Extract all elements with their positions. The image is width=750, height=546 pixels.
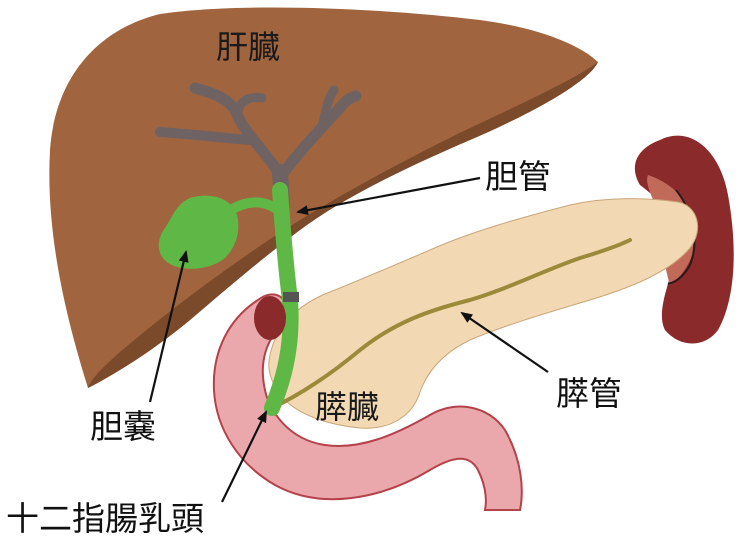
cystic-duct bbox=[223, 197, 280, 217]
liver bbox=[49, 7, 598, 388]
gallbladder-shape bbox=[158, 195, 239, 269]
hepatic-ducts bbox=[155, 82, 362, 213]
bile-duct-label: 胆管 bbox=[485, 157, 551, 196]
liver-shape bbox=[49, 7, 598, 388]
left-hepatic-duct bbox=[276, 90, 362, 181]
duodenum-bulb bbox=[254, 296, 286, 340]
right-hepatic-branch-2 bbox=[155, 127, 255, 145]
pancreas-label: 膵臓 bbox=[315, 388, 379, 426]
liver-underside-shadow bbox=[88, 62, 598, 388]
right-hepatic-branch bbox=[233, 93, 267, 117]
duodenum-shape bbox=[212, 293, 523, 511]
arrow-bile-duct bbox=[296, 176, 481, 216]
pancreatic-duct-label: 膵管 bbox=[556, 374, 622, 413]
gallbladder-label: 胆嚢 bbox=[90, 407, 156, 446]
left-hepatic-branch bbox=[317, 85, 339, 131]
arrow-gallbladder bbox=[148, 250, 189, 403]
arrow-duodenal-papilla bbox=[221, 410, 267, 503]
pancreas bbox=[266, 198, 699, 429]
duodenum bbox=[212, 293, 523, 511]
pancreatic-duct-line bbox=[266, 238, 632, 412]
duodenal-papilla-label: 十二指腸乳頭 bbox=[6, 499, 204, 538]
liver-label: 肝臓 bbox=[216, 28, 280, 66]
arrow-pancreatic-duct bbox=[460, 311, 549, 373]
bile-duct-band bbox=[283, 292, 299, 302]
biliary-system bbox=[158, 182, 299, 416]
pointer-arrows bbox=[148, 176, 549, 503]
